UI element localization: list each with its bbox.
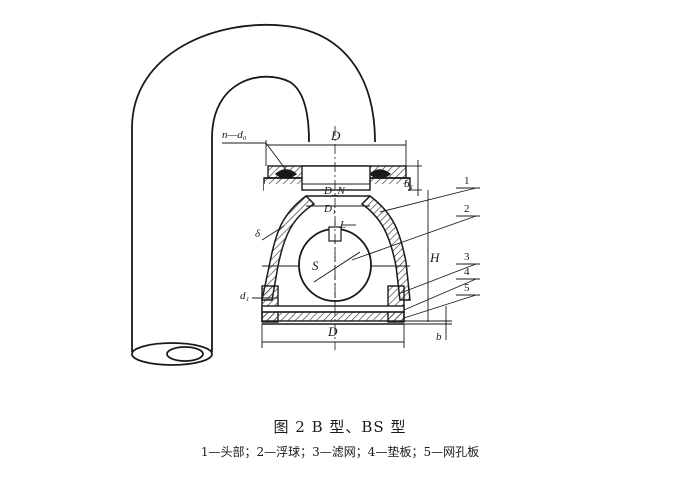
label-base-d: D [327,324,338,339]
part-number-3: 3 [464,251,470,263]
pipe-inner-wall [211,75,310,352]
ball-radius-line [313,251,361,283]
leader-3 [397,263,477,295]
part-number-5: 5 [464,282,470,294]
gasket-right [368,169,392,179]
label-d1-hole: d₁ [240,290,250,302]
pipe-outer-wall [131,24,376,352]
part-number-4: 4 [464,266,470,278]
leader-5 [403,294,477,319]
perforated-plate [261,311,405,322]
gasket-plate [261,305,405,313]
figure-caption: 图 2 B 型、BS 型 [273,418,407,436]
label-h: H [429,250,440,265]
dim-n-d0-leader [265,142,287,171]
label-l: L [339,219,346,231]
label-flange-d: D [330,128,341,143]
flange-bore [301,165,371,191]
label-b: b [436,331,442,343]
pipe-open-end-inner [166,346,204,362]
figure-legend: 1—头部；2—浮球；3—滤网；4—垫板；5—网孔板 [200,445,480,459]
part-number-1: 1 [464,175,470,187]
leader-1 [379,187,477,213]
leader-4 [403,278,477,311]
pipe-open-end [131,342,213,366]
gasket-left [274,169,298,179]
label-d1: D₁ [323,203,336,215]
part-leaders [351,187,480,319]
drawing-labels: n—d₀ D D_N D₁ b₁ L δ S H d₁ D b 1 2 3 4 … [222,128,470,343]
bent-pipe [131,24,376,366]
leader-2 [351,215,477,261]
dim-delta [261,225,285,241]
label-s: S [312,258,319,273]
label-n-d0: n—d₀ [222,129,247,141]
label-dn: D_N [323,185,345,197]
label-b1: b₁ [404,178,414,190]
label-delta: δ [255,228,261,240]
bottom-assembly [261,285,405,325]
part-number-2: 2 [464,203,470,215]
